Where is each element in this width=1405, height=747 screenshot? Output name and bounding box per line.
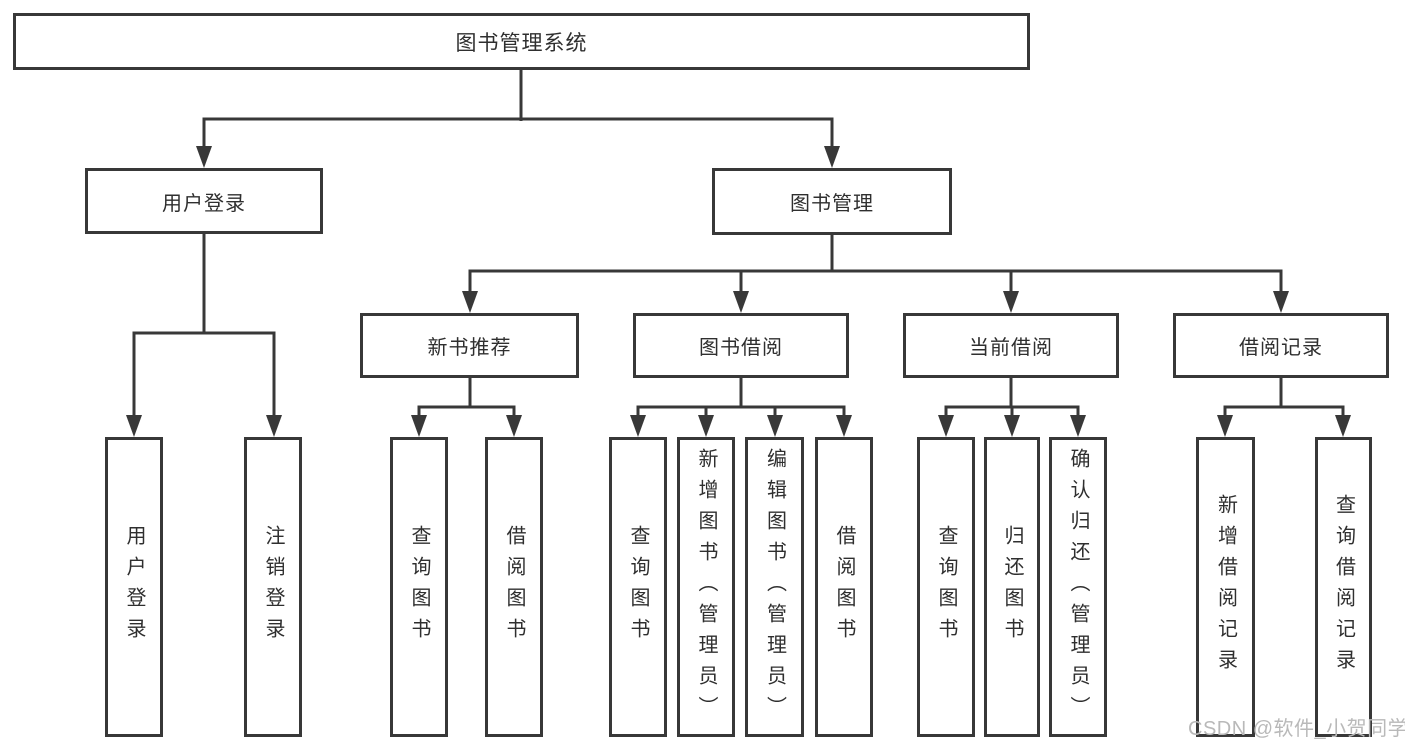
- node-borrow-books-leaf: 借阅图书: [815, 437, 873, 737]
- node-logout-leaf: 注销登录: [244, 437, 302, 737]
- node-book-management: 图书管理: [712, 168, 952, 235]
- node-query-books-recommend: 查询图书: [390, 437, 448, 737]
- node-edit-books-admin: 编辑图书（管理员）: [745, 437, 804, 737]
- node-query-books-current: 查询图书: [917, 437, 975, 737]
- node-query-books-borrowing: 查询图书: [609, 437, 667, 737]
- node-current-borrowing: 当前借阅: [903, 313, 1119, 378]
- node-confirm-return-admin: 确认归还（管理员）: [1049, 437, 1107, 737]
- node-borrowing-records: 借阅记录: [1173, 313, 1389, 378]
- csdn-watermark: CSDN @软件_小贺同学: [1188, 718, 1405, 740]
- node-query-borrow-record: 查询借阅记录: [1315, 437, 1372, 737]
- node-book-borrowing: 图书借阅: [633, 313, 849, 378]
- node-new-book-recommend: 新书推荐: [360, 313, 579, 378]
- node-borrow-books-recommend: 借阅图书: [485, 437, 543, 737]
- node-add-borrow-record: 新增借阅记录: [1196, 437, 1255, 737]
- node-user-login-leaf: 用户登录: [105, 437, 163, 737]
- node-add-books-admin: 新增图书（管理员）: [677, 437, 735, 737]
- node-root: 图书管理系统: [13, 13, 1030, 70]
- node-return-books-leaf: 归还图书: [984, 437, 1040, 737]
- node-user-login: 用户登录: [85, 168, 323, 234]
